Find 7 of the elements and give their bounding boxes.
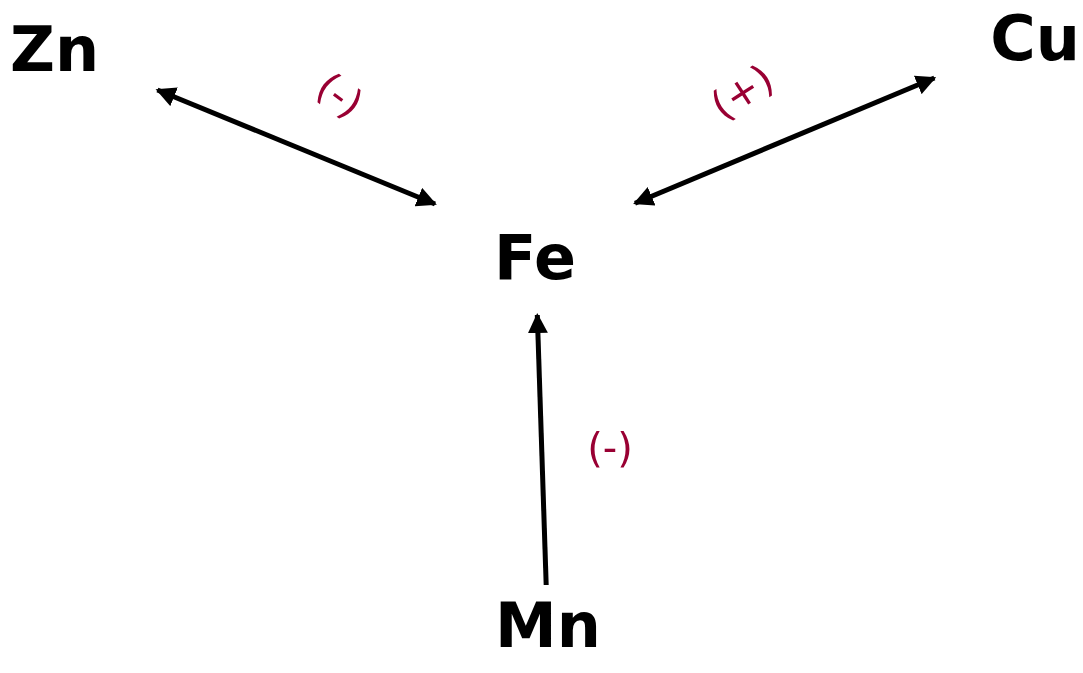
arrow [527, 313, 549, 586]
element-symbol: Fe [494, 226, 576, 289]
element-symbol: Zn [10, 19, 100, 81]
element-symbol: Mn [495, 595, 601, 657]
arrow [155, 87, 437, 207]
element-symbol: Cu [990, 8, 1080, 70]
arrow [633, 75, 937, 206]
